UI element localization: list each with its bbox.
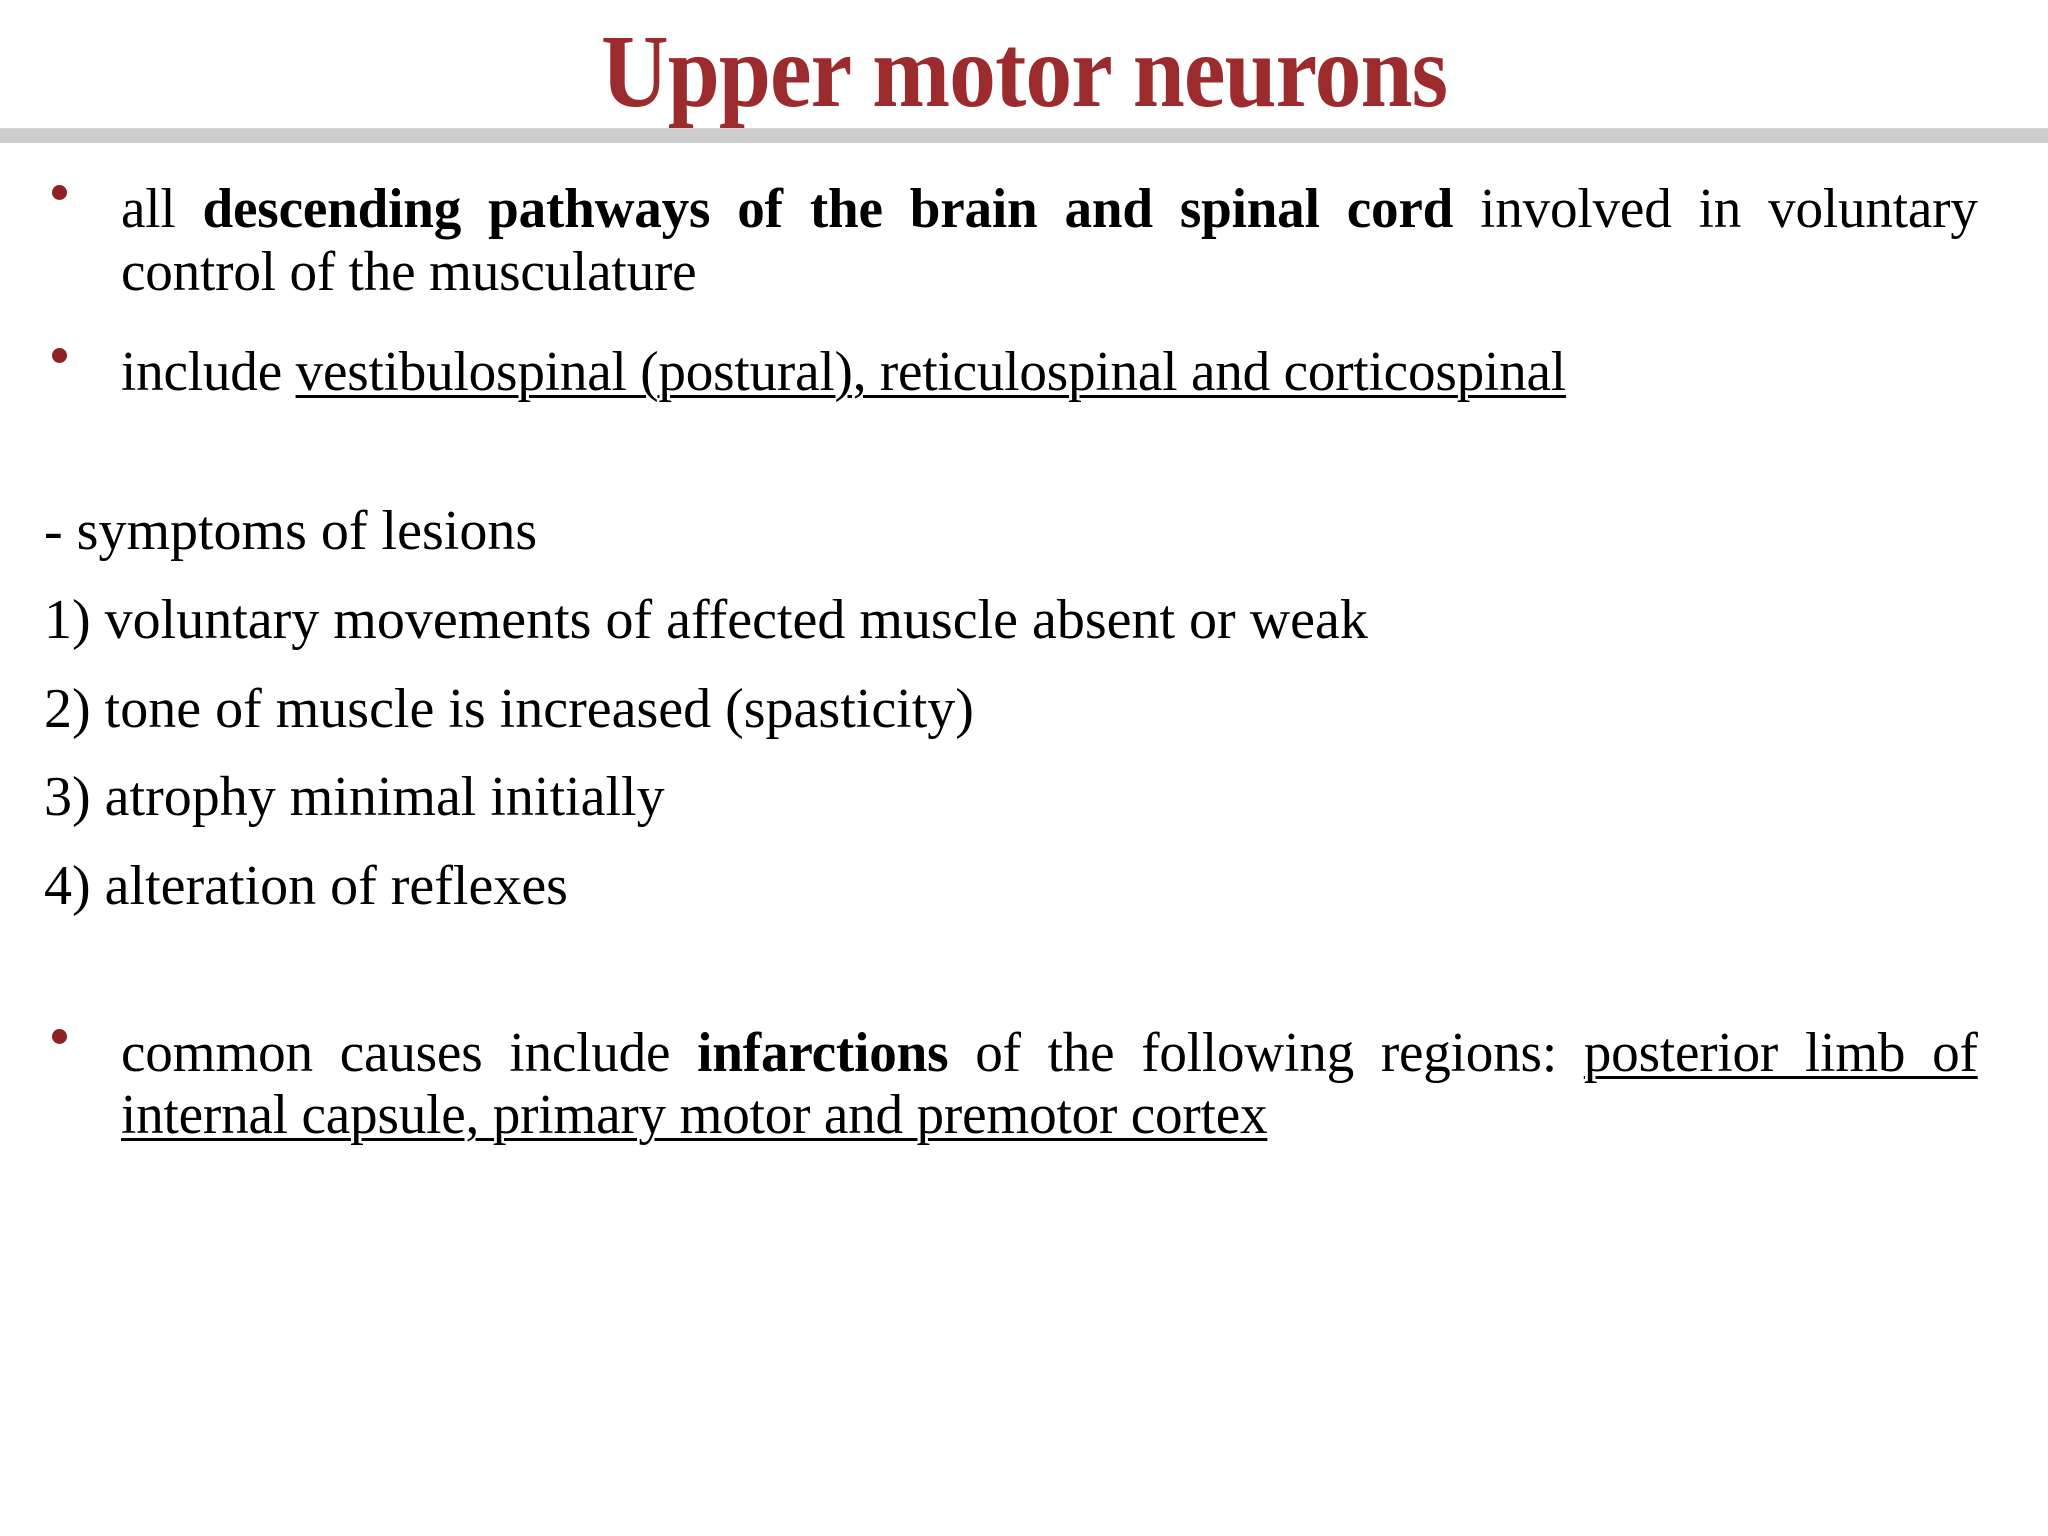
slide-body: all descending pathways of the brain and… <box>44 178 2006 1147</box>
bullet-1-segment-2: descending pathways of the brain and spi… <box>202 178 1454 240</box>
title-block: Upper motor neurons <box>0 20 2048 124</box>
lesion-item-4: 4) alteration of reflexes <box>44 855 568 918</box>
spacer-after-bullet-1 <box>44 303 2006 341</box>
bullet-2-segment-1: include <box>121 341 296 404</box>
spacer <box>44 740 2006 766</box>
lesion-item-3: 3) atrophy minimal initially <box>44 766 665 829</box>
spacer <box>44 829 2006 855</box>
bullet-item-causes-text: common causes include infarctions of the… <box>121 1022 1978 1147</box>
lesion-item-1: 1) voluntary movements of affected muscl… <box>44 588 1368 651</box>
bullet-dot-icon <box>52 185 67 201</box>
bullet-2-segment-2: vestibulospinal (postural), reticulospin… <box>295 341 1567 404</box>
spacer <box>44 563 2006 589</box>
lesions-heading: - symptoms of lesions <box>44 500 538 563</box>
bullet-item-1: all descending pathways of the brain and… <box>44 178 2006 303</box>
bullet-item-2-text: include vestibulospinal (postural), reti… <box>121 341 1978 404</box>
title-divider-bar <box>0 128 2048 143</box>
bullet-dot-icon <box>52 1028 67 1044</box>
causes-segment-2: infarctions <box>697 1021 949 1084</box>
bullet-item-1-text: all descending pathways of the brain and… <box>121 178 1978 303</box>
bullet-1-segment-1: all <box>121 178 203 240</box>
bullet-1-segment-3: involved in voluntary control of the mus… <box>121 178 1978 303</box>
causes-segment-4: posterior limb of internal capsule, prim… <box>121 1021 1978 1147</box>
bullet-item-2: include vestibulospinal (postural), reti… <box>44 341 2006 404</box>
spacer <box>44 652 2006 678</box>
bullet-item-causes: common causes include infarctions of the… <box>44 1022 2006 1147</box>
spacer-before-causes <box>44 918 2006 1022</box>
spacer-before-lesions <box>44 404 2006 500</box>
page-title: Upper motor neurons <box>600 14 1448 129</box>
bullet-dot-icon <box>52 348 67 364</box>
lesions-section: - symptoms of lesions 1) voluntary movem… <box>44 500 2006 918</box>
causes-segment-1: common causes include <box>121 1021 698 1084</box>
causes-segment-3: of the following regions: <box>948 1021 1584 1084</box>
lesion-item-2: 2) tone of muscle is increased (spastici… <box>44 677 974 740</box>
